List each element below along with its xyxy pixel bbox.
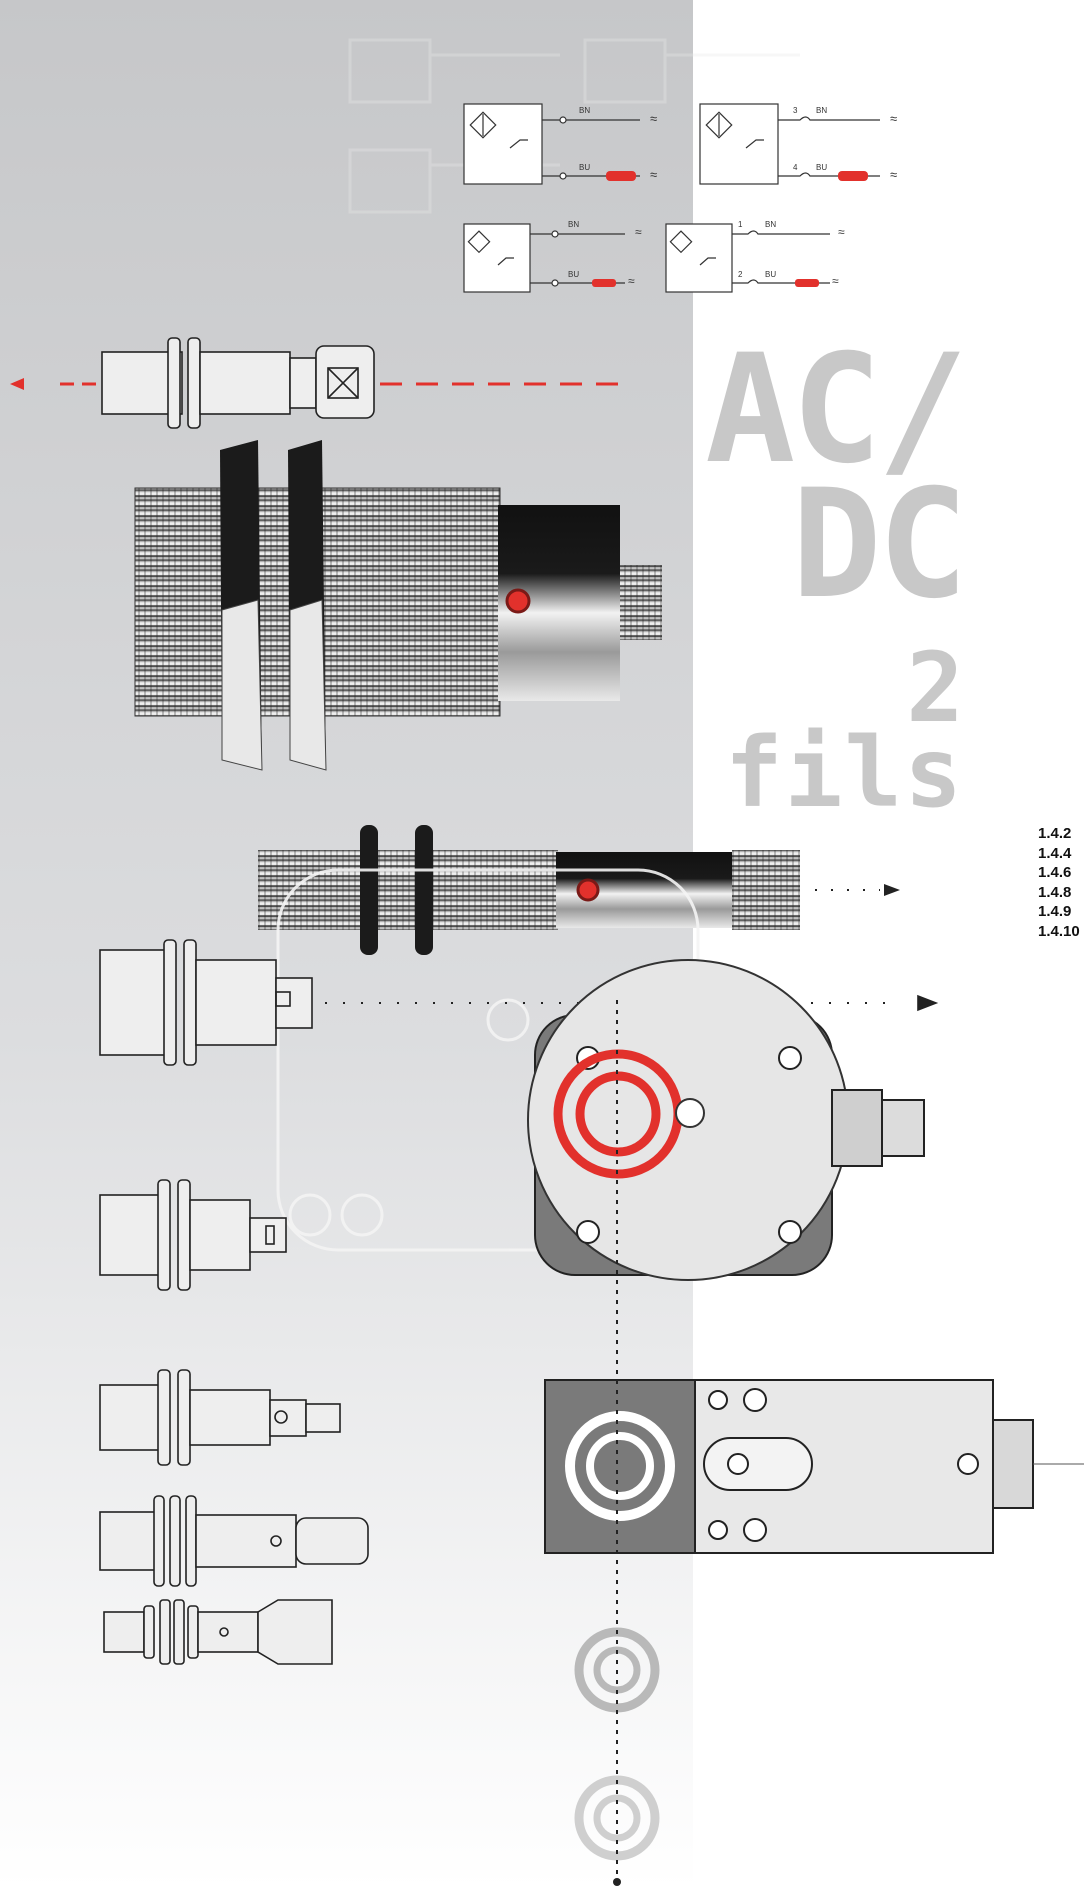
wire-label-bn-4: BN: [765, 220, 777, 229]
wiring-diagram-4: [665, 223, 830, 293]
sensor-drawing-4: [99, 1369, 341, 1466]
title-line-fils: fils: [724, 717, 964, 829]
wiring-diagram-2: [699, 103, 880, 185]
sensor-rectangular: [544, 1379, 1084, 1554]
title-line-ac: AC/: [705, 323, 968, 497]
wiring-diagram-1: [463, 103, 640, 185]
title-line-dc: DC: [791, 458, 968, 632]
wire-label-bn-2: BN: [816, 106, 828, 115]
wire-symbol-2a: ≈: [890, 111, 898, 126]
wire-label-bu-2: BU: [816, 163, 828, 172]
wire-label-bu-4: BU: [765, 270, 777, 279]
sensor-drawing-2: [99, 939, 939, 1066]
sensor-drawing-3: [99, 1179, 287, 1291]
wire-label-bu-1: BU: [579, 163, 591, 172]
section-index-item[interactable]: 1.4.2: [1038, 825, 1072, 842]
sensor-drawing-5: [99, 1495, 369, 1587]
wire-symbol-1b: ≈: [650, 167, 658, 182]
wire-symbol-3b: ≈: [628, 274, 635, 288]
wire-symbol-2b: ≈: [890, 167, 898, 182]
sensor-photo-large: [134, 440, 662, 771]
section-index-item[interactable]: 1.4.10: [1038, 922, 1080, 940]
wiring-diagram-3: [463, 223, 625, 293]
wire-label-bn-1: BN: [579, 106, 591, 115]
wire-symbol-4a: ≈: [838, 225, 845, 239]
wire-symbol-4b: ≈: [832, 274, 839, 288]
sensor-photo-slim: [258, 825, 900, 955]
axis-dot: [613, 1878, 621, 1886]
sensor-drawing-1: [10, 337, 630, 429]
wire-symbol-1a: ≈: [650, 111, 658, 126]
section-index-item[interactable]: 1.4.9: [1038, 903, 1072, 920]
sensor-drawing-6: [103, 1599, 333, 1665]
pin-label-3: 3: [793, 106, 798, 115]
pin-label-1: 1: [738, 220, 743, 229]
wire-label-bu-3: BU: [568, 270, 580, 279]
pin-label-2: 2: [738, 270, 743, 279]
wire-label-bn-3: BN: [568, 220, 580, 229]
pin-label-4: 4: [793, 163, 798, 172]
title-line-number: 2: [906, 632, 964, 744]
section-index-item[interactable]: 1.4.8: [1038, 883, 1072, 901]
section-index-item[interactable]: 1.4.6: [1038, 864, 1072, 881]
section-index: 1.4.2 1.4.4 1.4.6 1.4.8 1.4.9 1.4.10: [1038, 824, 1084, 941]
sensor-square-flange: [527, 959, 925, 1281]
background-panel: [0, 0, 693, 1889]
section-index-item[interactable]: 1.4.4: [1038, 844, 1072, 862]
wire-symbol-3a: ≈: [635, 225, 642, 239]
